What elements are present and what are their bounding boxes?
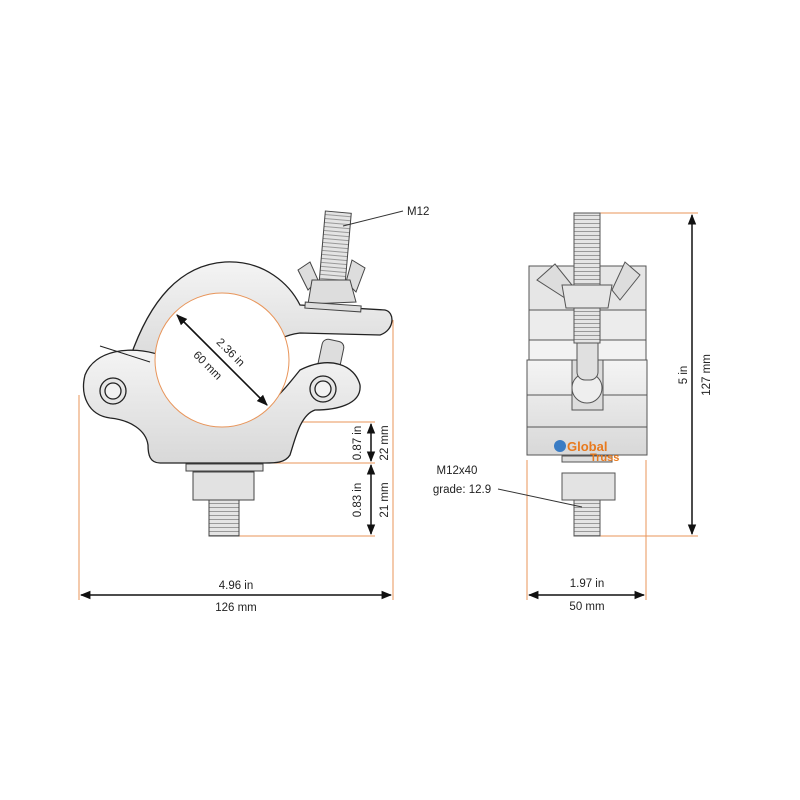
bolt-callout-leader — [497, 488, 583, 508]
front-width-mm: 50 mm — [569, 601, 604, 613]
bolt-length-in: 0.83 in — [352, 483, 364, 518]
global-truss-logo: Global Truss — [554, 439, 619, 464]
side-width-mm: 126 mm — [215, 602, 257, 614]
front-extension-lines — [526, 212, 698, 600]
wing-nut — [297, 259, 366, 313]
lower-bolt — [185, 463, 264, 537]
logo-text-global: Global — [567, 439, 607, 454]
body-height-mm: 22 mm — [379, 425, 391, 460]
tube-diameter-dimension-line — [176, 314, 268, 406]
logo-text-truss: Truss — [590, 452, 619, 464]
front-view: Global Truss 5 in 127 mm 1.97 in 50 mm M… — [433, 212, 713, 613]
side-width-in: 4.96 in — [219, 580, 254, 592]
bolt-label: M12x40 — [437, 465, 478, 477]
thread-callout-leader — [342, 210, 404, 227]
front-height-in: 5 in — [678, 366, 690, 385]
bolt-length-mm: 21 mm — [379, 482, 391, 517]
thread-label: M12 — [407, 206, 429, 218]
front-height-mm: 127 mm — [701, 354, 713, 396]
body-height-in: 0.87 in — [352, 426, 364, 461]
front-lower-bolt — [561, 455, 616, 537]
side-view: 2.36 in 60 mm 0.87 in 22 mm 0.83 in 21 m… — [78, 206, 429, 614]
front-upper-bolt — [536, 212, 641, 344]
bolt-grade: grade: 12.9 — [433, 484, 491, 496]
front-width-in: 1.97 in — [570, 578, 605, 590]
